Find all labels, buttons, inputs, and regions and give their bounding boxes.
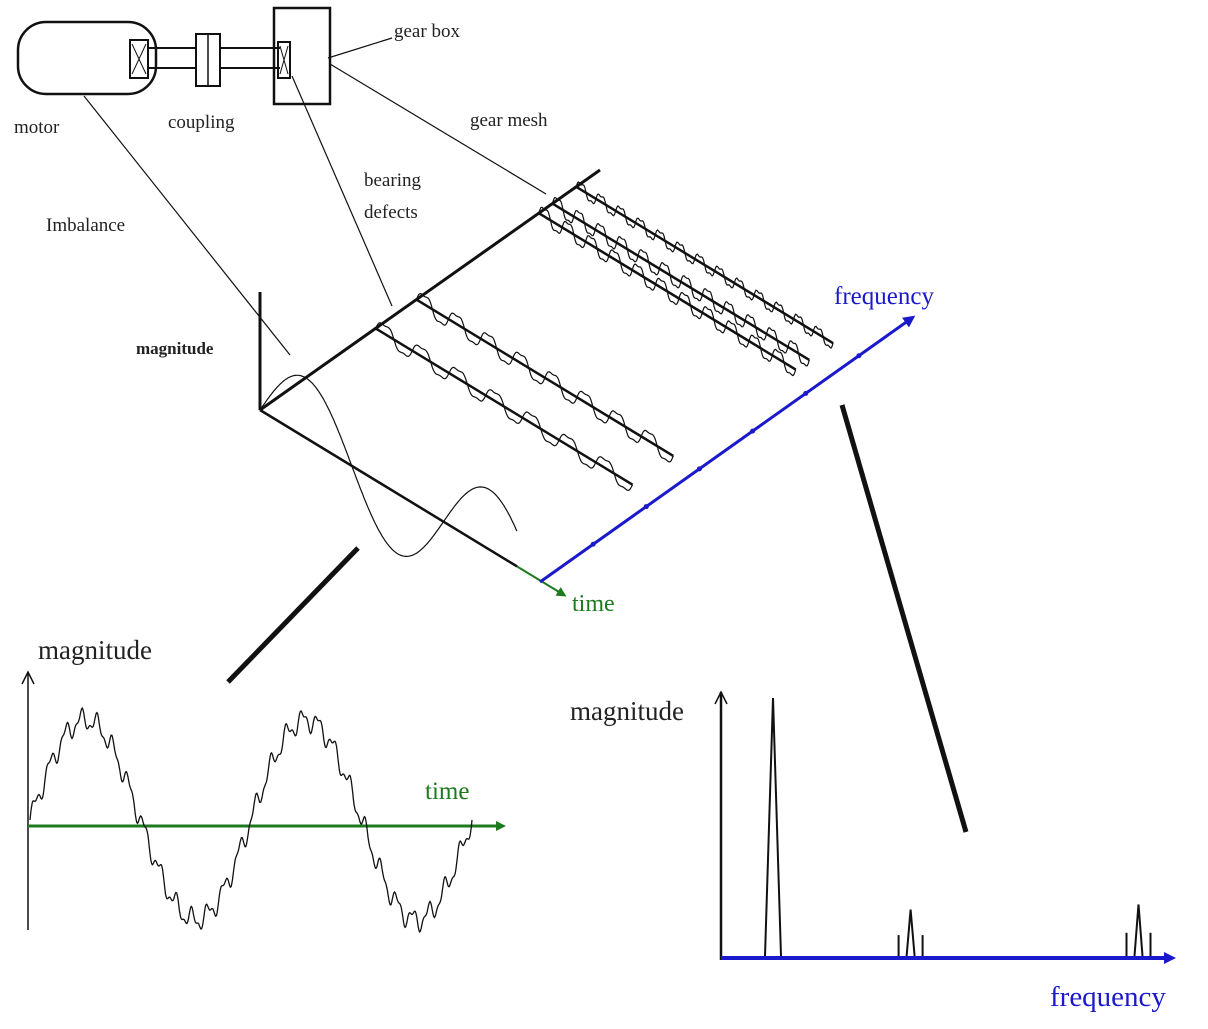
leader-gear-box	[327, 37, 393, 59]
spectrum-peak	[1133, 904, 1144, 957]
waterfall-trace	[575, 181, 834, 349]
label-gear-box: gear box	[394, 21, 460, 42]
waterfall-baseline	[259, 408, 518, 568]
spectrum-peak	[905, 909, 916, 957]
label-time-axis: time	[425, 778, 469, 805]
spectrum-peaks	[764, 697, 1152, 957]
label-magnitude-3d: magnitude	[136, 339, 214, 358]
motor-bearing	[129, 39, 149, 79]
connector-time-plot	[226, 546, 360, 684]
frequency-domain-plot	[714, 690, 1176, 964]
waterfall-trace	[415, 292, 674, 463]
leader-gear-mesh	[329, 63, 547, 195]
waterfall-traces	[259, 181, 834, 568]
waterfall-trace	[375, 322, 634, 492]
label-bearing: bearing	[364, 170, 421, 191]
leader-imbalance	[83, 95, 291, 356]
frequency-tick	[590, 541, 596, 547]
label-coupling: coupling	[168, 112, 235, 133]
connector-frequency-plot	[839, 404, 969, 833]
label-magnitude-time: magnitude	[38, 635, 152, 665]
waterfall-3d	[258, 168, 916, 597]
label-frequency-3d: frequency	[834, 283, 934, 310]
frequency-axis-ticks	[590, 353, 862, 547]
frequency-tick	[856, 353, 862, 359]
label-imbalance: Imbalance	[46, 215, 125, 236]
waterfall-trace	[538, 206, 797, 377]
label-gear-mesh: gear mesh	[470, 110, 548, 131]
label-time-3d: time	[572, 591, 615, 617]
leader-lines	[83, 37, 547, 356]
machine-train	[16, 6, 332, 106]
time-waveform	[29, 706, 473, 934]
time-domain-plot	[21, 670, 506, 934]
label-motor: motor	[14, 117, 60, 138]
gear-box-body	[272, 6, 332, 106]
frequency-tick	[696, 466, 702, 472]
frequency-axis-3d	[539, 315, 916, 584]
frequency-tick	[750, 428, 756, 434]
motor-body	[16, 20, 158, 96]
frequency-tick	[643, 504, 649, 510]
frequency-tick	[803, 390, 809, 396]
label-defects: defects	[364, 202, 418, 223]
back-diagonal	[259, 168, 601, 412]
label-frequency-axis: frequency	[1050, 981, 1166, 1013]
waterfall-trace	[259, 374, 518, 557]
waterfall-trace	[551, 197, 810, 367]
gearbox-bearing	[277, 41, 291, 79]
label-magnitude-frequency: magnitude	[570, 696, 684, 726]
leader-bearing	[291, 75, 393, 307]
spectrum-peak	[764, 697, 782, 957]
